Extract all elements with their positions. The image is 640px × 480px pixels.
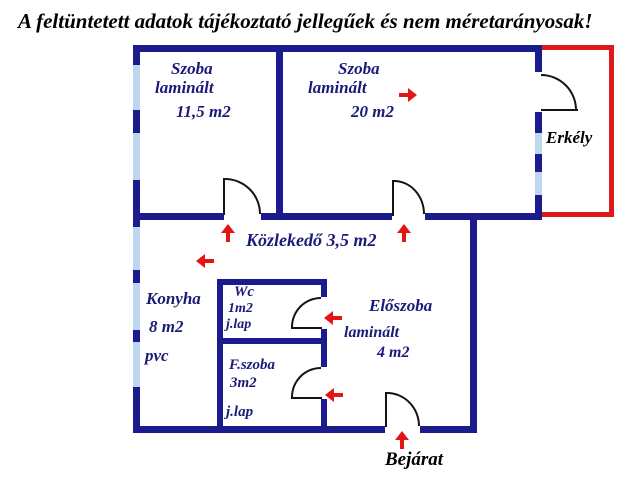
room-kozlekedo-name: Közlekedő 3,5 m2 — [246, 230, 377, 250]
door-direction-arrow-icon — [324, 311, 343, 325]
door-swing-arc — [394, 180, 425, 214]
door-swing-arc — [541, 74, 577, 110]
wall-mid-segment — [261, 213, 392, 220]
door-direction-arrow-icon — [325, 388, 344, 402]
door-swing-arc — [291, 367, 321, 397]
room-fszoba-name: F.szoba — [229, 357, 275, 373]
room-szoba2-area: 20 m2 — [351, 102, 394, 121]
door-leaf — [392, 180, 394, 216]
wall-top — [133, 45, 542, 52]
wall-balcony-segment — [535, 154, 542, 172]
window-segment — [535, 133, 542, 154]
room-wc-area: 1m2 — [228, 301, 253, 316]
balcony-outline-bottom — [542, 212, 614, 217]
room-szoba1-floor: laminált — [155, 78, 214, 97]
window-segment — [535, 172, 542, 195]
room-wc-floor: j.lap — [226, 317, 252, 332]
window-segment — [133, 342, 140, 387]
room-fszoba-area: 3m2 — [230, 375, 257, 391]
wall-wc-fszoba-divider — [217, 338, 327, 344]
room-konyha-area: 8 m2 — [149, 317, 184, 336]
door-leaf — [385, 392, 387, 427]
room-szoba2-floor: laminált — [308, 78, 367, 97]
wall-bottom-segment — [133, 426, 385, 433]
room-szoba1-name: Szoba — [171, 59, 213, 78]
door-swing-arc — [291, 297, 321, 327]
disclaimer-text: A feltüntetett adatok tájékoztató jelleg… — [18, 9, 593, 33]
wall-balcony-segment — [535, 112, 542, 133]
door-direction-arrow-icon — [221, 224, 235, 243]
wall-wc-box-right-segment — [321, 279, 327, 297]
door-direction-arrow-icon — [398, 88, 417, 102]
balcony-outline-top — [542, 45, 614, 50]
wall-wc-box-left — [217, 279, 223, 426]
room-szoba1-area: 11,5 m2 — [176, 102, 231, 121]
door-leaf — [541, 109, 578, 111]
wall-wc-box-top — [217, 279, 327, 285]
door-swing-arc — [225, 178, 261, 214]
room-wc-name: Wc — [234, 284, 254, 300]
window-segment — [133, 133, 140, 180]
wall-balcony-segment — [535, 195, 542, 217]
room-konyha-name: Konyha — [146, 289, 201, 308]
room-erkely-name: Erkély — [546, 128, 593, 147]
wall-wc-box-right-segment — [321, 329, 327, 367]
wall-wc-box-right-segment — [321, 399, 327, 426]
door-direction-arrow-icon — [196, 254, 215, 268]
room-eloszoba-area: 4 m2 — [377, 344, 410, 361]
window-segment — [133, 283, 140, 330]
wall-mid-segment — [425, 213, 542, 220]
door-leaf — [291, 327, 322, 329]
balcony-outline-right — [609, 45, 614, 217]
wall-right-lower — [470, 213, 477, 433]
door-leaf — [291, 397, 322, 399]
wall-mid-segment — [133, 213, 224, 220]
door-direction-arrow-icon — [397, 224, 411, 243]
room-fszoba-floor: j.lap — [226, 404, 254, 420]
room-konyha-floor: pvc — [145, 346, 169, 365]
wall-room-divider — [276, 45, 283, 220]
entrance-label: Bejárat — [385, 449, 444, 470]
window-segment — [133, 65, 140, 110]
room-szoba2-name: Szoba — [338, 59, 380, 78]
room-eloszoba-name: Előszoba — [369, 296, 433, 315]
wall-bottom-segment — [420, 426, 477, 433]
room-eloszoba-floor: laminált — [344, 324, 400, 341]
door-leaf — [223, 178, 225, 215]
window-segment — [133, 227, 140, 270]
door-swing-arc — [387, 392, 420, 426]
door-direction-arrow-icon — [395, 431, 409, 450]
wall-balcony-segment — [535, 45, 542, 72]
